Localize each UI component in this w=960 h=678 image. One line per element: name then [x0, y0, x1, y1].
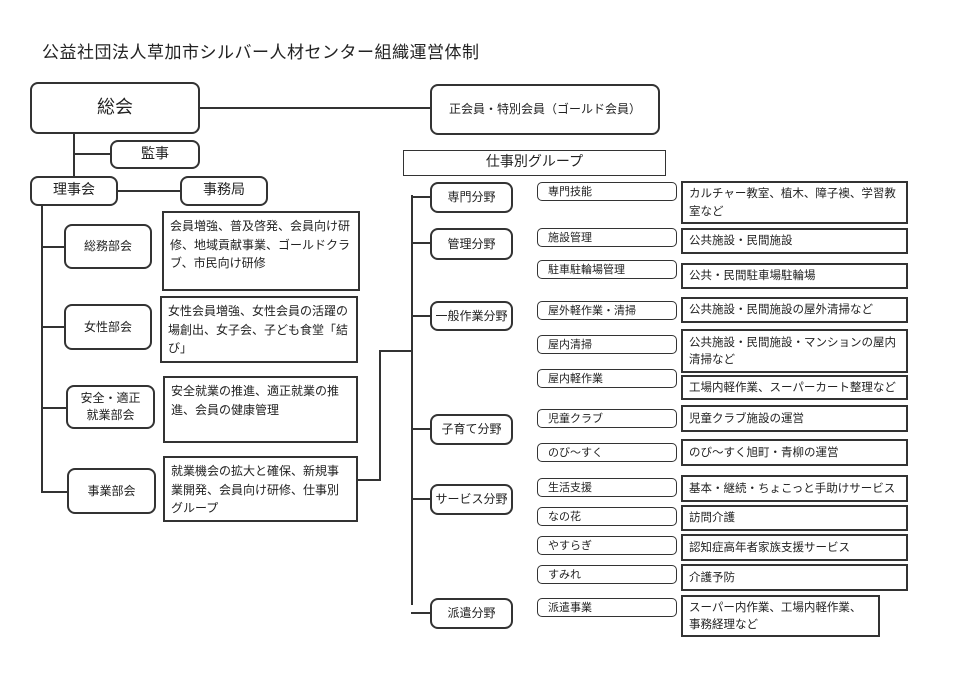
job-box: なの花 [537, 507, 677, 526]
connector [41, 407, 66, 409]
auditor-box: 監事 [110, 140, 200, 169]
connector [41, 491, 67, 493]
field-box: 派遣分野 [430, 598, 513, 629]
connector [379, 350, 381, 481]
connector [118, 190, 180, 192]
field-box: サービス分野 [430, 484, 513, 515]
job-box: 児童クラブ [537, 409, 677, 428]
connector [41, 246, 64, 248]
committee-safety: 安全・適正就業部会 [66, 385, 155, 429]
job-desc: 公共施設・民間施設の屋外清掃など [681, 297, 908, 323]
job-desc: 基本・継続・ちょこっと手助けサービス [681, 475, 908, 502]
job-box: すみれ [537, 565, 677, 584]
connector [411, 242, 430, 244]
committee-business: 事業部会 [67, 468, 156, 514]
connector [411, 315, 430, 317]
job-desc: 公共施設・民間施設・マンションの屋内清掃など [681, 329, 908, 373]
job-desc: 介護予防 [681, 564, 908, 591]
job-box: やすらぎ [537, 536, 677, 555]
connector [41, 206, 43, 493]
committee-desc: 就業機会の拡大と確保、新規事業開発、会員向け研修、仕事別グループ [163, 456, 358, 522]
connector [411, 196, 430, 198]
connector [73, 134, 75, 177]
job-box: 駐車駐輪場管理 [537, 260, 677, 279]
job-desc: カルチャー教室、植木、障子襖、学習教室など [681, 181, 908, 224]
connector [411, 428, 430, 430]
job-desc: 訪問介護 [681, 505, 908, 531]
job-box: 屋外軽作業・清掃 [537, 301, 677, 320]
connector [200, 107, 430, 109]
job-box: 派遣事業 [537, 598, 677, 617]
job-desc: 児童クラブ施設の運営 [681, 405, 908, 432]
connector [358, 479, 380, 481]
members-box: 正会員・特別会員（ゴールド会員） [430, 84, 660, 135]
field-box: 管理分野 [430, 228, 513, 260]
chart-title: 公益社団法人草加市シルバー人材センター組織運営体制 [42, 43, 480, 63]
committee-desc: 会員増強、普及啓発、会員向け研修、地域貢献事業、ゴールドクラブ、市民向け研修 [162, 211, 360, 291]
job-box: 専門技能 [537, 182, 677, 201]
committee-women: 女性部会 [64, 304, 152, 350]
job-box: 施設管理 [537, 228, 677, 247]
job-box: 屋内清掃 [537, 335, 677, 354]
committee-desc: 女性会員増強、女性会員の活躍の場創出、女子会、子ども食堂「結び」 [160, 296, 358, 363]
general-assembly-box: 総会 [30, 82, 200, 134]
secretariat-box: 事務局 [180, 176, 268, 206]
field-box: 一般作業分野 [430, 301, 513, 331]
connector [411, 612, 430, 614]
job-box: 屋内軽作業 [537, 369, 677, 388]
job-desc: 認知症高年者家族支援サービス [681, 534, 908, 561]
committee-desc: 安全就業の推進、適正就業の推進、会員の健康管理 [163, 376, 358, 443]
job-desc: 公共・民間駐車場駐輪場 [681, 263, 908, 289]
connector [41, 326, 64, 328]
board-box: 理事会 [30, 176, 118, 206]
job-desc: 公共施設・民間施設 [681, 228, 908, 254]
connector [411, 498, 430, 500]
connector [379, 350, 412, 352]
job-desc: スーパー内作業、工場内軽作業、事務経理など [681, 595, 880, 637]
job-box: 生活支援 [537, 478, 677, 497]
job-box: のび～すく [537, 443, 677, 462]
work-groups-header: 仕事別グループ [403, 150, 666, 176]
field-box: 子育て分野 [430, 414, 513, 445]
job-desc: のび～すく旭町・青柳の運営 [681, 439, 908, 466]
committee-general-affairs: 総務部会 [64, 224, 152, 269]
connector [411, 195, 413, 605]
field-box: 専門分野 [430, 182, 513, 213]
job-desc: 工場内軽作業、スーパーカート整理など [681, 375, 908, 400]
connector [73, 153, 110, 155]
